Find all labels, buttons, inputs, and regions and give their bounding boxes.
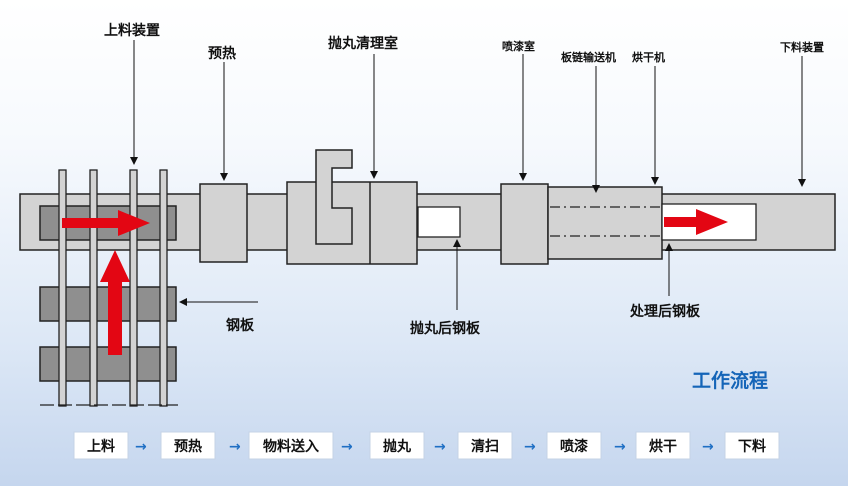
- red-arrow-right-output: [664, 209, 728, 235]
- step-label: 物料送入: [263, 438, 319, 455]
- blasted-plate: [417, 206, 461, 238]
- step-box: [160, 431, 216, 460]
- step-arrow: →: [135, 439, 147, 455]
- workflow-title: 工作流程: [692, 369, 768, 392]
- step-label: 下料: [738, 438, 766, 455]
- preheat-unit: [199, 183, 248, 263]
- label-shot-blast-room: 抛丸清理室: [328, 35, 398, 52]
- step-box: [635, 431, 691, 460]
- step-label: 喷漆: [560, 438, 588, 455]
- step-label: 抛丸: [383, 438, 412, 455]
- step-arrow: →: [614, 439, 626, 455]
- label-preheat: 预热: [208, 45, 236, 62]
- label-paint-room: 喷漆室: [502, 39, 535, 53]
- shot-blast-hopper: [315, 149, 353, 245]
- label-processed-plate: 处理后钢板: [629, 303, 701, 320]
- step-box: [457, 431, 513, 460]
- loader-posts: [58, 169, 168, 407]
- step-box: [546, 431, 602, 460]
- label-loader: 上料装置: [104, 22, 160, 39]
- step-arrow: →: [702, 439, 714, 455]
- step-label: 烘干: [649, 438, 677, 455]
- step-arrow: →: [341, 439, 353, 455]
- step-box: [724, 431, 780, 460]
- label-dryer: 烘干机: [632, 50, 665, 64]
- step-arrow: →: [524, 439, 536, 455]
- step-label: 预热: [174, 438, 202, 455]
- step-box: [248, 431, 334, 460]
- step-arrow: →: [229, 439, 241, 455]
- label-steel-plate: 钢板: [226, 317, 255, 334]
- step-label: 上料: [87, 438, 115, 455]
- step-box: [369, 431, 425, 460]
- red-arrow-right-loader: [62, 210, 150, 236]
- label-unloader: 下料装置: [780, 40, 824, 54]
- leader-lines: [130, 40, 806, 310]
- flow-steps: 上料 → 预热 → 物料送入 → 抛丸 → 清扫 → 喷漆 → 烘干 → 下料: [73, 431, 780, 460]
- red-arrow-up: [100, 250, 130, 355]
- label-blasted-plate: 抛丸后钢板: [410, 320, 481, 337]
- paint-room: [500, 183, 549, 265]
- dryer-unit: [547, 186, 663, 260]
- label-chain-conveyor: 板链输送机: [561, 50, 616, 64]
- step-box: [73, 431, 129, 460]
- step-label: 清扫: [471, 438, 499, 455]
- step-arrow: →: [434, 439, 446, 455]
